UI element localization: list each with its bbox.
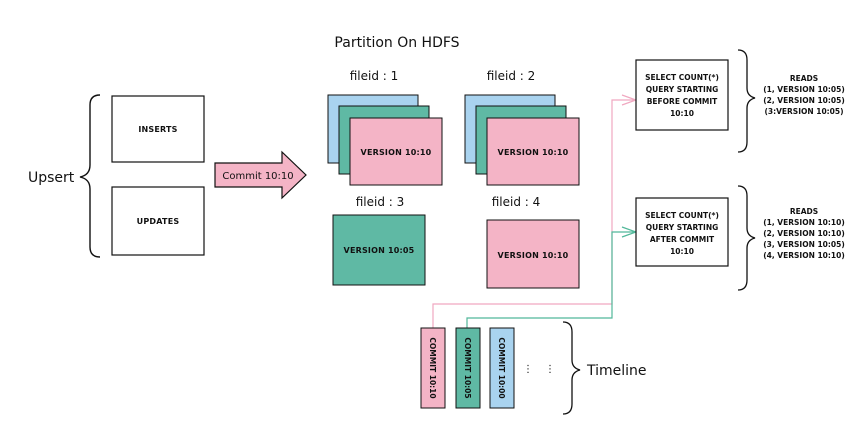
- upsert-label: Upsert: [28, 170, 75, 186]
- reads-before-item-2: (2, VERSION 10:05): [763, 96, 845, 105]
- timeline-brace: [562, 321, 581, 415]
- timeline-commit-10-00: [489, 327, 515, 409]
- timeline-commit-10-10-label: COMMIT 10:10: [428, 337, 437, 398]
- query-after-line2: QUERY STARTING: [646, 223, 719, 232]
- file2-version-10-10: [486, 117, 580, 186]
- reads-after-item-3: (3, VERSION 10:05): [763, 240, 845, 249]
- query-after-rest: COMMIT: [677, 235, 715, 244]
- commit-10-05-connector: [466, 231, 636, 328]
- file4-version-text: VERSION 10:10: [498, 251, 569, 260]
- updates-box: [111, 186, 205, 256]
- query-after-bold: AFTER: [650, 235, 677, 244]
- reads-after-item-2: (2, VERSION 10:10): [763, 229, 845, 238]
- commit-arrow-label: Commit 10:10: [222, 171, 293, 182]
- file1-label: fileid : 1: [350, 69, 399, 83]
- reads-after-item-1: (1, VERSION 10:10): [763, 218, 845, 227]
- file4-version-10-10: [486, 219, 580, 289]
- reads-after-item-4: (4, VERSION 10:10): [763, 251, 845, 260]
- upsert-brace: [79, 94, 101, 258]
- timeline-commit-10-05-label: COMMIT 10:05: [463, 337, 472, 398]
- file4-label: fileid : 4: [492, 195, 541, 209]
- timeline-ellipsis-1: ⋮: [523, 364, 533, 375]
- query-before-bold: BEFORE: [647, 97, 680, 106]
- file3-label: fileid : 3: [356, 195, 405, 209]
- file1-version-text: VERSION 10:10: [361, 148, 432, 157]
- timeline-ellipsis-2: ⋮: [545, 364, 555, 375]
- inserts-box: [111, 95, 205, 163]
- file3-version-text: VERSION 10:05: [344, 246, 415, 255]
- query-before-line1: SELECT COUNT(*): [645, 73, 719, 82]
- query-before-time: 10:10: [670, 109, 694, 118]
- query-after-box: [635, 197, 729, 267]
- inserts-label: INSERTS: [138, 125, 177, 134]
- partition-title: Partition On HDFS: [334, 35, 459, 51]
- reads-before-item-3: (3:VERSION 10:05): [764, 107, 843, 116]
- reads-before-brace: [737, 49, 756, 153]
- timeline-commit-10-05: [455, 327, 481, 409]
- file2-label: fileid : 2: [487, 69, 536, 83]
- query-before-line3: BEFORE COMMIT: [647, 97, 718, 106]
- query-after-time: 10:10: [670, 247, 694, 256]
- timeline-commit-10-10: [420, 327, 446, 409]
- query-after-line1: SELECT COUNT(*): [645, 211, 719, 220]
- file1-version-10-10: [349, 117, 443, 186]
- reads-after-brace: [737, 185, 756, 291]
- reads-before-title: READS: [790, 74, 818, 83]
- file2-version-text: VERSION 10:10: [498, 148, 569, 157]
- reads-before-item-1: (1, VERSION 10:05): [763, 85, 845, 94]
- query-before-line2: QUERY STARTING: [646, 85, 719, 94]
- timeline-label: Timeline: [586, 363, 647, 379]
- commit-arrow: [214, 150, 307, 200]
- file3-version-10-05: [332, 214, 426, 286]
- query-before-rest: COMMIT: [680, 97, 718, 106]
- timeline-commit-10-00-label: COMMIT 10:00: [497, 337, 506, 398]
- query-before-box: [635, 59, 729, 131]
- query-after-line3: AFTER COMMIT: [650, 235, 715, 244]
- reads-after-title: READS: [790, 207, 818, 216]
- updates-label: UPDATES: [137, 217, 180, 226]
